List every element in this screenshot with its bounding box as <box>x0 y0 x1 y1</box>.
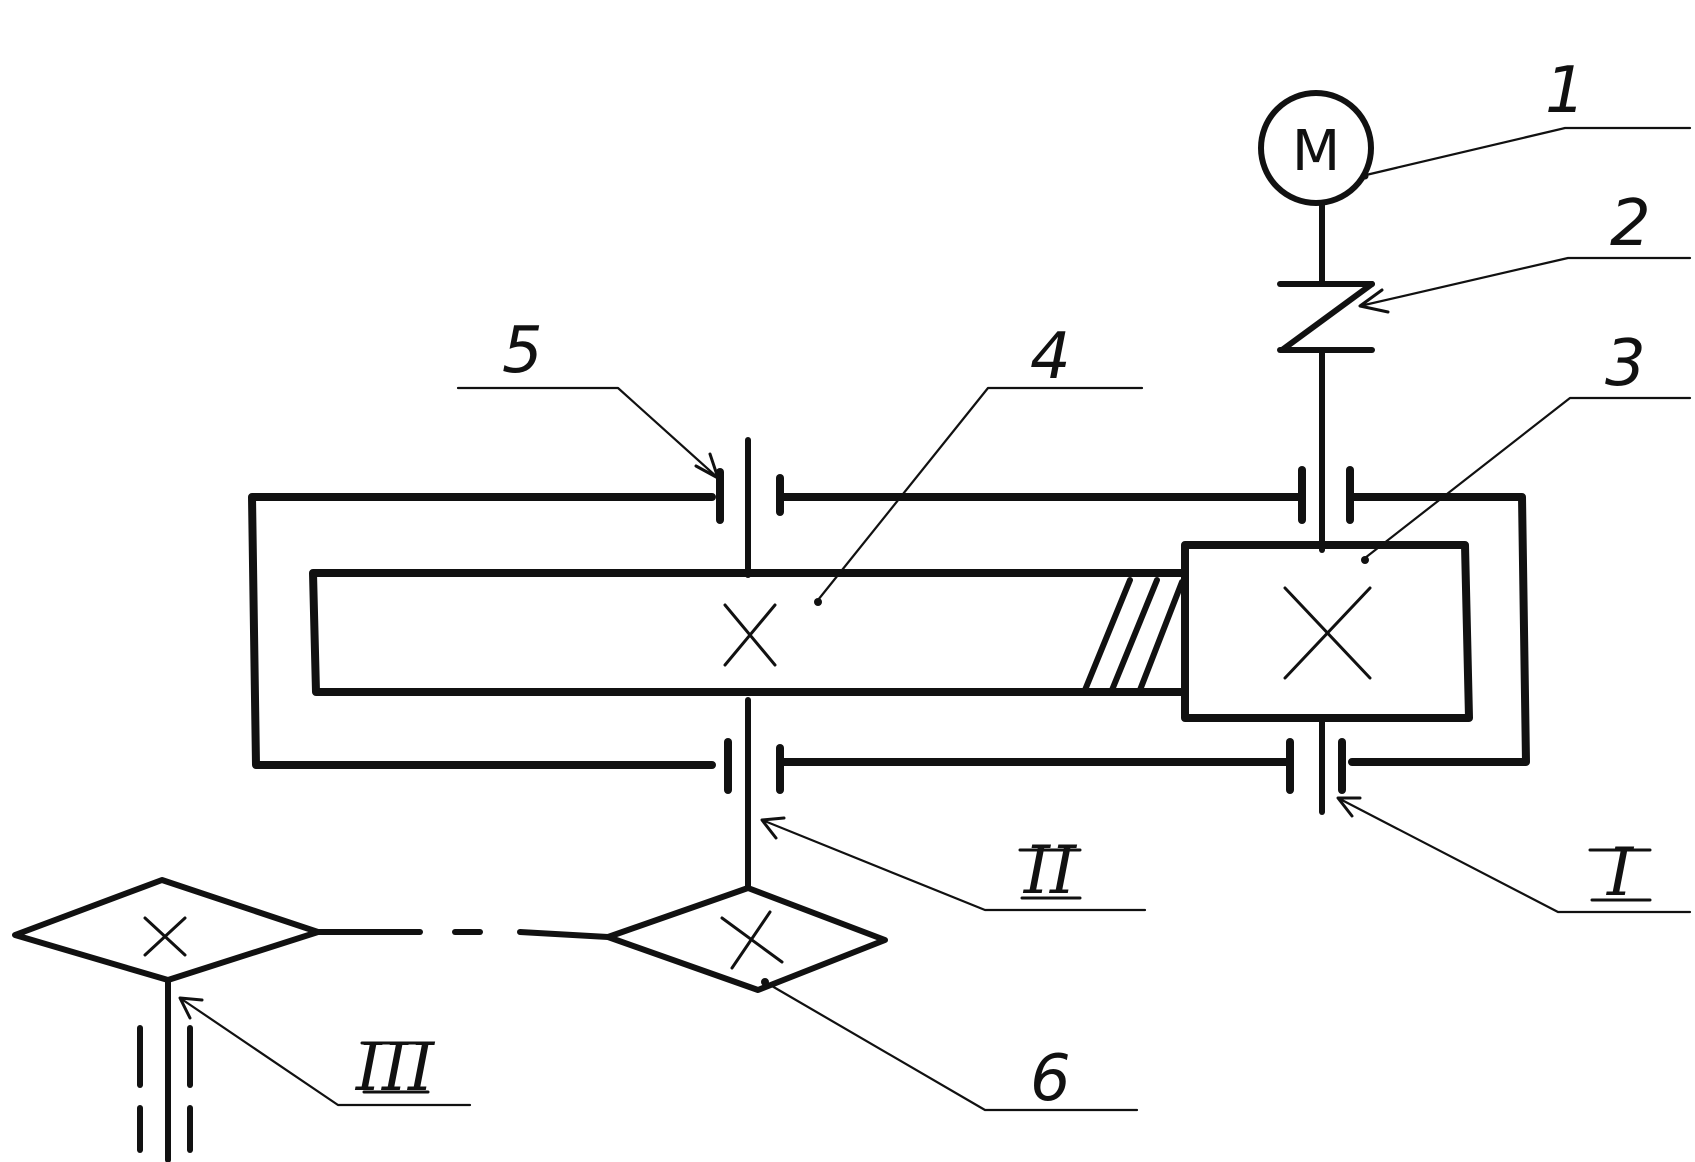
leader-ii <box>760 816 1147 912</box>
leader-5 <box>456 386 720 480</box>
bearing-shaft-i-bottom <box>1286 738 1346 794</box>
label-shaft-i-group: I <box>1588 834 1652 911</box>
callout-5: 5 <box>502 314 543 388</box>
callout-3: 3 <box>1605 327 1646 401</box>
chain-link <box>315 929 611 940</box>
bearing-shaft-ii-bottom <box>724 738 784 794</box>
bearing-shaft-i-top <box>1298 466 1354 524</box>
label-shaft-ii-group: II <box>1018 832 1082 909</box>
callout-6: 6 <box>1030 1042 1071 1116</box>
label-shaft-iii-group: III <box>355 1029 436 1106</box>
shaft-iii <box>137 977 193 1162</box>
electric-motor: M <box>1258 90 1374 206</box>
pinion-gear <box>1181 541 1473 722</box>
gearbox-housing <box>248 493 1530 769</box>
leader-2 <box>1358 256 1692 314</box>
large-gear <box>309 569 1189 696</box>
drive-sprocket <box>605 885 888 993</box>
leader-6 <box>761 978 1139 1112</box>
coupling <box>1277 281 1375 353</box>
leader-4 <box>814 386 1144 606</box>
leader-1 <box>1361 126 1692 180</box>
label-shaft-i: I <box>1606 834 1635 911</box>
callout-1: 1 <box>1545 54 1586 128</box>
callout-4: 4 <box>1030 320 1071 394</box>
motor-symbol: M <box>1292 119 1340 184</box>
label-shaft-iii: III <box>355 1029 436 1106</box>
callout-2: 2 <box>1610 187 1651 261</box>
leader-i <box>1336 796 1692 914</box>
leader-3 <box>1361 396 1692 564</box>
leader-iii <box>178 996 472 1107</box>
bearing-shaft-ii-top <box>716 468 784 524</box>
label-shaft-ii: II <box>1023 832 1078 909</box>
driven-sprocket <box>12 877 321 983</box>
